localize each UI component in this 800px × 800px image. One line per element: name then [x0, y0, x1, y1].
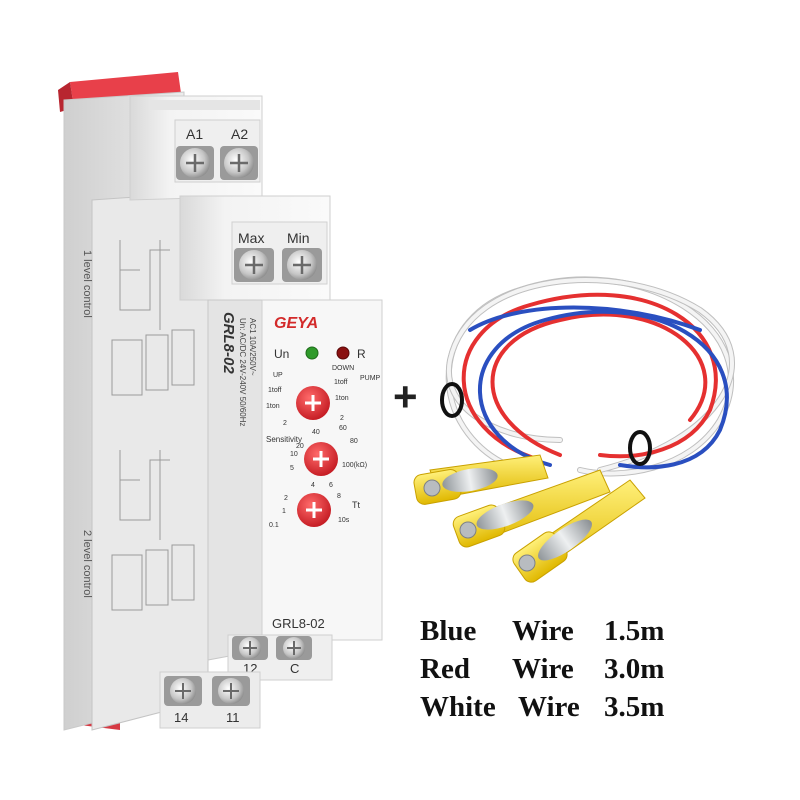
side-label-level2: 2 level control: [81, 530, 93, 598]
led-green: [305, 346, 319, 360]
time-scale-0-1: 0.1: [269, 522, 279, 529]
time-scale-6: 6: [329, 482, 333, 489]
terminal-label-14: 14: [174, 710, 188, 725]
sensitivity-dial[interactable]: [304, 442, 338, 476]
side-label-level1: 1 level control: [81, 250, 93, 318]
sens-scale-100k: 100(kΩ): [342, 462, 367, 469]
wire-length-table: Blue Wire 1.5m Red Wire 3.0m White Wire …: [420, 612, 694, 726]
time-scale-1: 1: [282, 508, 286, 515]
screw-max: [234, 248, 274, 282]
screw-11: [212, 676, 250, 706]
relay-device: A1 A2 Max Min GEY: [58, 72, 383, 731]
terminal-label-11: 11: [226, 710, 240, 725]
time-label: Tt: [352, 500, 360, 510]
screw-a2: [220, 146, 258, 180]
sens-scale-80: 80: [350, 438, 358, 445]
probe-1: [413, 454, 549, 505]
led-label-un: Un: [274, 347, 289, 361]
mode-1toff-right: 1toff: [334, 379, 348, 386]
cable-tie-left: [440, 382, 464, 418]
sens-scale-5: 5: [290, 465, 294, 472]
wire-color-name: Blue: [420, 615, 477, 647]
wire-color-name: White: [420, 691, 496, 723]
brand-logo: GEYA: [274, 315, 318, 332]
wire-type: Wire: [512, 615, 574, 647]
sens-scale-20: 20: [296, 443, 304, 450]
time-scale-10s: 10s: [338, 517, 350, 524]
cable-tie-right: [628, 430, 652, 466]
terminal-label-c: C: [290, 661, 299, 676]
mode-label-up: UP: [273, 372, 283, 379]
side-spec-2: AC1 10A/250V~: [248, 318, 257, 376]
wire-type: Wire: [518, 691, 580, 723]
wire-row-white: White Wire 3.5m: [420, 688, 694, 726]
terminal-label-a2: A2: [231, 126, 248, 142]
time-scale-2: 2: [284, 495, 288, 502]
mode-label-pump: PUMP: [360, 375, 381, 382]
wire-row-blue: Blue Wire 1.5m: [420, 612, 694, 650]
probe-2: [452, 469, 611, 548]
sens-scale-60: 60: [339, 425, 347, 432]
screw-c: [276, 636, 312, 660]
screw-min: [282, 248, 322, 282]
wiring-diagram-1: [111, 240, 195, 396]
mode-1toff-left: 1toff: [268, 387, 282, 394]
mode-num-left: 2: [283, 420, 287, 427]
led-red: [336, 346, 350, 360]
sens-scale-40: 40: [312, 429, 320, 436]
mode-1ton-right: 1ton: [335, 395, 349, 402]
mode-1ton-left: 1ton: [266, 403, 280, 410]
sens-scale-10: 10: [290, 451, 298, 458]
mode-label-down: DOWN: [332, 365, 354, 372]
wire-bundle: [440, 276, 735, 477]
wire-type: Wire: [512, 653, 574, 685]
wire-length: 3.0m: [604, 653, 665, 685]
wire-row-red: Red Wire 3.0m: [420, 650, 694, 688]
plus-sign: +: [393, 373, 418, 420]
mode-num-right: 2: [340, 415, 344, 422]
sensitivity-label: Sensitivity: [266, 435, 302, 444]
model-front-label: GRL8-02: [272, 616, 325, 631]
mode-dial[interactable]: [296, 386, 330, 420]
time-dial[interactable]: [297, 493, 331, 527]
time-scale-4: 4: [311, 482, 315, 489]
screw-14: [164, 676, 202, 706]
terminal-label-max: Max: [238, 230, 264, 246]
terminal-label-min: Min: [287, 230, 310, 246]
wire-color-name: Red: [420, 653, 470, 685]
wiring-diagram-2: [111, 450, 195, 611]
probe-3: [512, 479, 646, 583]
time-scale-8: 8: [337, 493, 341, 500]
wire-length: 3.5m: [604, 691, 665, 723]
wire-length: 1.5m: [604, 615, 665, 647]
side-spec-1: Un: AC/DC 24V-240V 50/60Hz: [238, 318, 247, 427]
side-model-label: GRL8-02: [220, 312, 237, 374]
terminal-label-a1: A1: [186, 126, 203, 142]
screw-12: [232, 636, 268, 660]
screw-a1: [176, 146, 214, 180]
led-label-r: R: [357, 347, 366, 361]
